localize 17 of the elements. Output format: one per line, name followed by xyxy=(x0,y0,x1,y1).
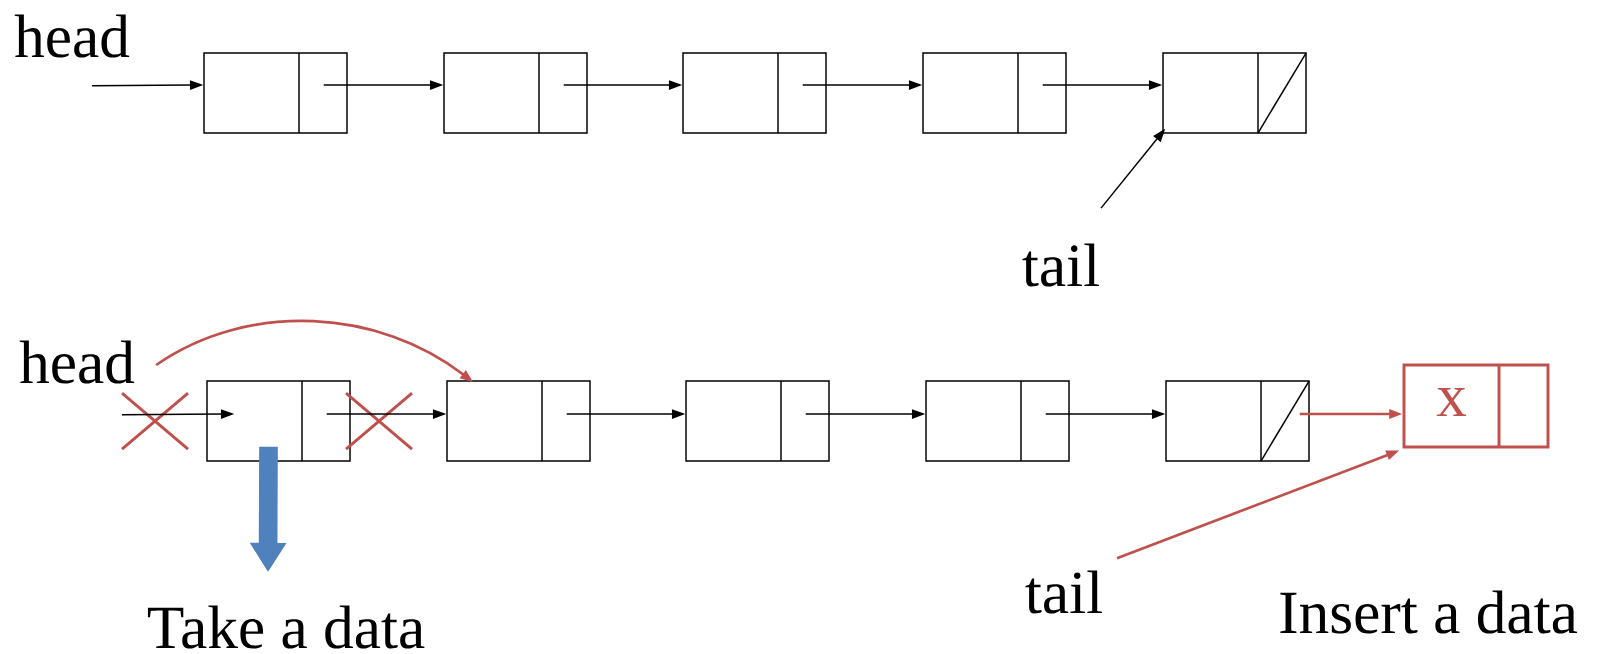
pointer-label: head xyxy=(14,14,130,58)
list-node-box xyxy=(1162,52,1307,134)
list-node-box xyxy=(446,380,591,462)
pointer-label: Take a data xyxy=(147,605,425,649)
pointer-label: tail xyxy=(1025,570,1102,614)
list-node-box xyxy=(206,380,351,462)
list-node-box xyxy=(1165,380,1310,462)
pointer-label: tail xyxy=(1022,243,1099,287)
list-node-box xyxy=(685,380,830,462)
list-node-box xyxy=(922,52,1067,134)
list-node-box xyxy=(203,52,348,134)
list-node-box xyxy=(925,380,1070,462)
pointer-label: head xyxy=(19,340,135,384)
list-node-box xyxy=(443,52,588,134)
list-node-box: x xyxy=(1402,363,1550,449)
list-node-box xyxy=(682,52,827,134)
caption-text: Insert a data xyxy=(1280,590,1578,634)
